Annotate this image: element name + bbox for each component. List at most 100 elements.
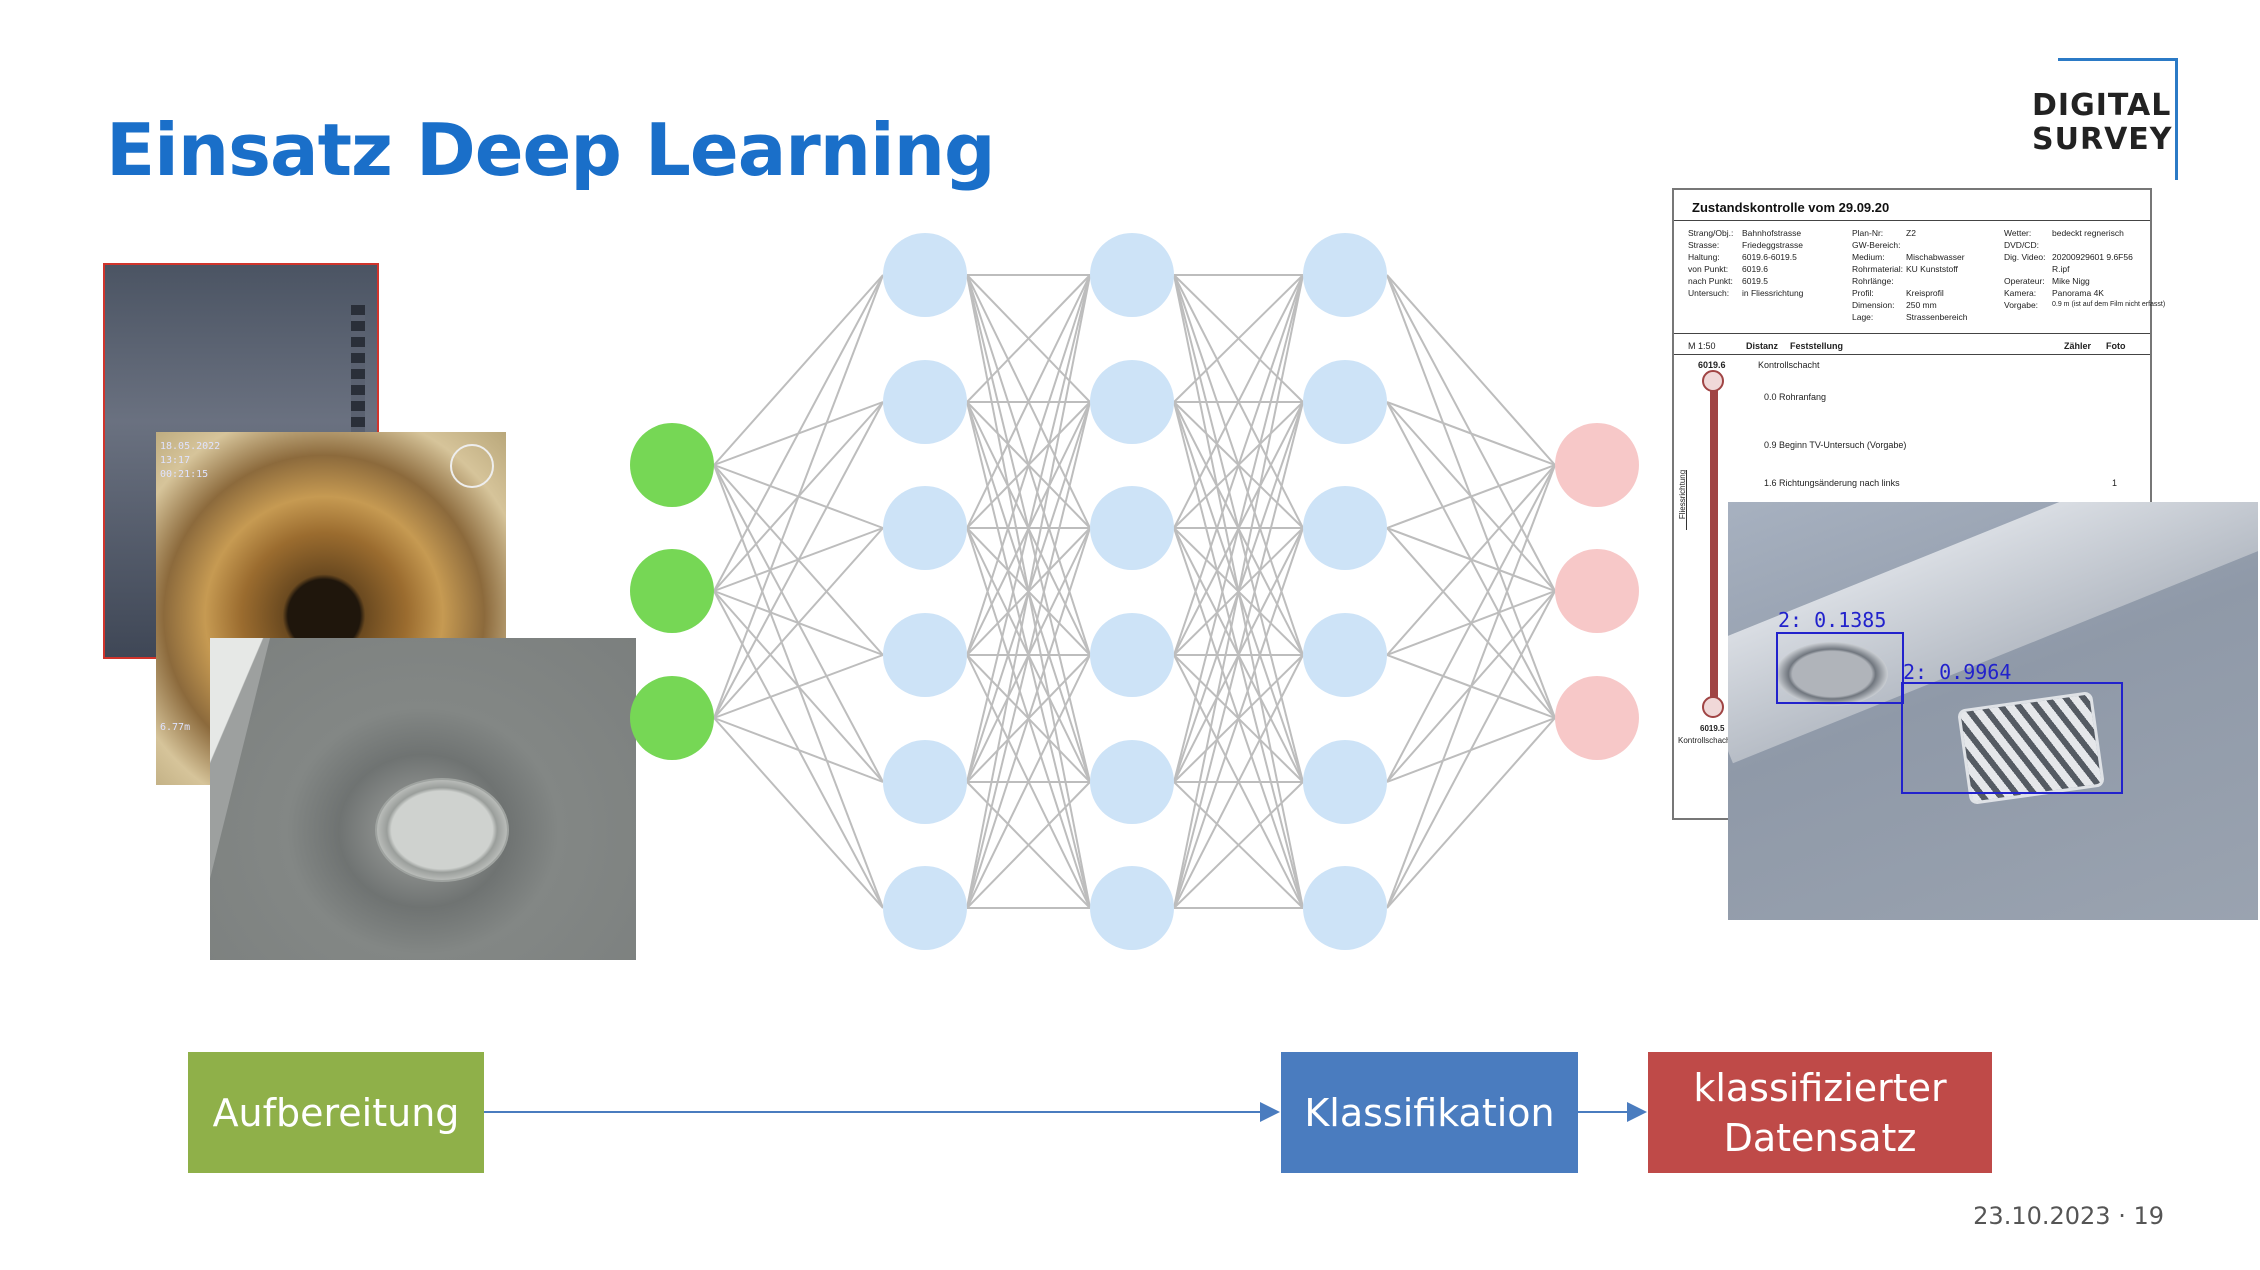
manhole-top-icon (1702, 370, 1724, 392)
input-neuron (630, 676, 714, 760)
flow-arrow-icon (1686, 470, 1687, 530)
hidden-neuron (1090, 486, 1174, 570)
digital-survey-logo: DIGITAL SURVEY (2032, 58, 2178, 180)
network-edge (966, 274, 1091, 403)
network-edge (1173, 274, 1304, 909)
network-edges (713, 274, 1556, 909)
network-edge (1173, 527, 1304, 909)
network-edge (1386, 464, 1556, 909)
network-nodes (630, 233, 1639, 950)
report-col3-labels: Wetter:DVD/CD: Dig. Video: Operateur:Kam… (2004, 228, 2046, 310)
network-edge (966, 781, 1091, 909)
network-edge (1173, 274, 1304, 529)
manhole-cover (375, 778, 509, 882)
network-edge (713, 401, 884, 719)
output-neuron (1555, 549, 1639, 633)
report-title: Zustandskontrolle vom 29.09.20 (1692, 200, 1890, 215)
hidden-neuron (1303, 233, 1387, 317)
input-neuron (630, 423, 714, 507)
network-edge (713, 717, 884, 909)
output-neuron (1555, 423, 1639, 507)
network-edge (966, 401, 1091, 909)
node-bottom-id: 6019.5 (1700, 724, 1725, 733)
manhole-bottom-icon (1702, 696, 1724, 718)
hidden-neuron (1303, 360, 1387, 444)
report-col2-labels: Plan-Nr:GW-Bereich: Medium:Rohrmaterial:… (1852, 228, 1904, 322)
hidden-neuron (1303, 613, 1387, 697)
step3-line-1: klassifizierter (1693, 1065, 1947, 1110)
step-klassifikation: Klassifikation (1281, 1052, 1578, 1173)
network-edge (1386, 464, 1556, 529)
network-edge (966, 274, 1091, 783)
overlay-time: 13:17 (160, 455, 191, 466)
network-edge (1173, 401, 1304, 909)
hidden-neuron (1303, 486, 1387, 570)
network-edge (966, 274, 1091, 909)
network-edge (966, 274, 1091, 529)
network-edge (1386, 464, 1556, 783)
pipe-section-graphic (1710, 378, 1718, 708)
step-aufbereitung: Aufbereitung (188, 1052, 484, 1173)
hidden-neuron (1090, 866, 1174, 950)
detection-label-2: 2: 0.9964 (1903, 660, 2012, 684)
network-edge (1173, 274, 1304, 656)
network-edge (966, 274, 1091, 656)
node-bottom-label: Kontrollschacht (1678, 736, 1733, 745)
compass-icon (450, 444, 494, 488)
network-edge (966, 654, 1091, 909)
hidden-neuron (883, 486, 967, 570)
overlay-date: 18.05.2022 (160, 441, 221, 452)
slide-title: Einsatz Deep Learning (106, 108, 996, 192)
network-edge (1173, 654, 1304, 909)
logo-text: DIGITAL SURVEY (2032, 89, 2173, 157)
network-edge (713, 274, 884, 719)
hidden-neuron (883, 866, 967, 950)
hidden-neuron (1303, 740, 1387, 824)
hidden-neuron (883, 613, 967, 697)
hidden-neuron (883, 233, 967, 317)
hidden-neuron (1090, 740, 1174, 824)
network-edge (713, 274, 884, 466)
report-entry-1: 0.0 Rohranfang (1764, 392, 1827, 402)
report-entry-2: 0.9 Beginn TV-Untersuch (Vorgabe) (1764, 440, 1907, 450)
network-edge (713, 717, 884, 783)
hidden-neuron (1090, 233, 1174, 317)
report-column-headers: M 1:50 Distanz Feststellung Zähler Foto (1674, 338, 2150, 355)
manhole-cover-photo (210, 638, 636, 960)
report-entry-3: 1.6 Richtungsänderung nach links (1764, 478, 1900, 488)
network-edge (1173, 274, 1304, 783)
network-edge (1386, 717, 1556, 909)
output-neuron (1555, 676, 1639, 760)
network-edge (1386, 464, 1556, 656)
network-edge (1386, 274, 1556, 466)
overlay-counter: 00:21:15 (160, 469, 209, 480)
hidden-neuron (883, 360, 967, 444)
input-neuron (630, 549, 714, 633)
hidden-neuron (1303, 866, 1387, 950)
logo-line-2: SURVEY (2032, 122, 2173, 157)
step3-line-2: Datensatz (1723, 1115, 1917, 1160)
overlay-distance: 6.77m (160, 722, 191, 733)
network-edge (713, 527, 884, 719)
network-edge (1386, 401, 1556, 466)
report-header-table: Strang/Obj.:Strasse: Haltung:von Punkt: … (1674, 220, 2165, 334)
report-entry-3-counter: 1 (2112, 478, 2118, 488)
network-edge (1386, 590, 1556, 909)
report-col1-labels: Strang/Obj.:Strasse: Haltung:von Punkt: … (1688, 228, 1734, 298)
hidden-neuron (1090, 613, 1174, 697)
network-edge (713, 274, 884, 592)
network-edge (1173, 274, 1304, 403)
node-top-label: Kontrollschacht (1758, 360, 1820, 370)
hidden-neuron (883, 740, 967, 824)
network-edge (966, 527, 1091, 909)
detection-box-1 (1776, 632, 1904, 704)
slide-footer-date-page: 23.10.2023 · 19 (1973, 1202, 2164, 1230)
detection-box-2 (1901, 682, 2123, 794)
network-edge (713, 654, 884, 719)
street-detection-photo: 2: 0.1385 2: 0.9964 (1728, 502, 2258, 920)
hidden-neuron (1090, 360, 1174, 444)
